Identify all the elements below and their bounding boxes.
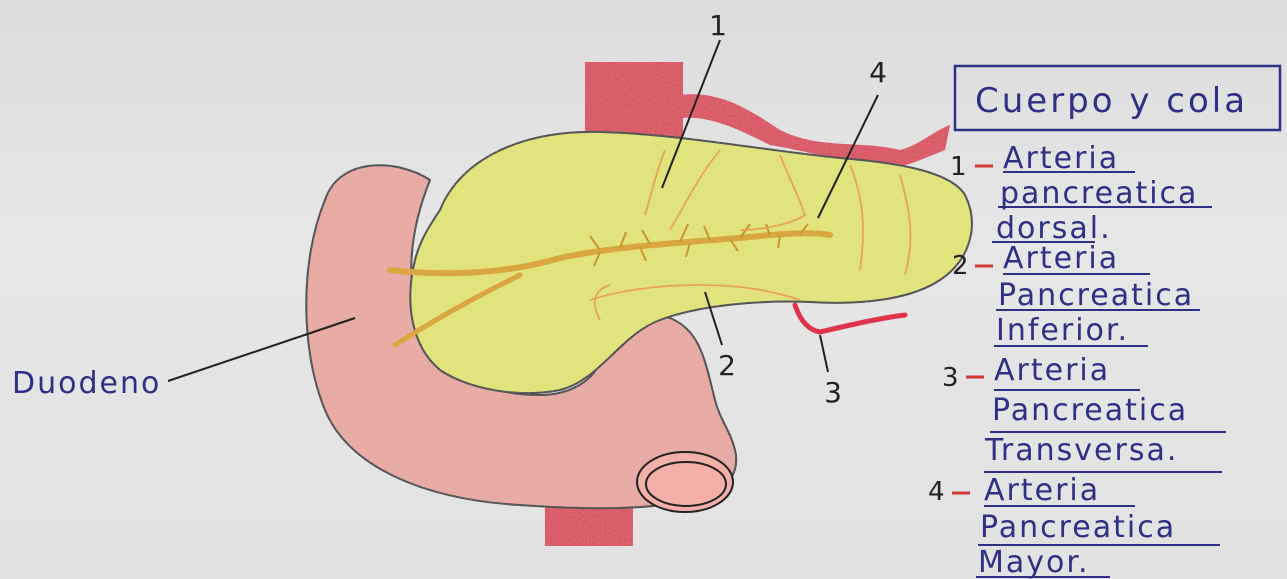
legend-3-line-1: Arteria bbox=[994, 353, 1110, 388]
legend-number-3: 3 bbox=[942, 363, 959, 393]
leader-line-3 bbox=[820, 335, 828, 372]
legend: 1 Arteria pancreatica dorsal. 2 Arteria … bbox=[928, 141, 1226, 579]
aorta-top bbox=[585, 62, 683, 140]
callout-number-1: 1 bbox=[709, 9, 727, 42]
legend-2-line-2: Pancreatica bbox=[998, 278, 1194, 313]
diagram-title: Cuerpo y cola bbox=[975, 81, 1248, 121]
legend-4-line-3: Mayor. bbox=[978, 545, 1090, 579]
legend-2-line-3: Inferior. bbox=[996, 313, 1129, 348]
inferior-pancreatic-artery bbox=[795, 305, 905, 332]
legend-4-line-2: Pancreatica bbox=[980, 510, 1176, 545]
callout-number-3: 3 bbox=[824, 376, 842, 409]
legend-number-1: 1 bbox=[950, 152, 967, 182]
callout-number-2: 2 bbox=[718, 349, 736, 382]
legend-1-line-2: pancreatica bbox=[1000, 176, 1198, 211]
legend-4-line-1: Arteria bbox=[984, 473, 1100, 508]
legend-3-line-3: Transversa. bbox=[984, 433, 1178, 468]
legend-number-2: 2 bbox=[952, 251, 969, 281]
duodenum-lumen bbox=[637, 452, 733, 512]
legend-3-line-2: Pancreatica bbox=[992, 393, 1188, 428]
callout-number-4: 4 bbox=[869, 56, 887, 89]
duodenum-label: Duodeno bbox=[12, 366, 161, 401]
legend-2-line-1: Arteria bbox=[1003, 241, 1119, 276]
legend-1-line-1: Arteria bbox=[1003, 141, 1119, 176]
legend-number-4: 4 bbox=[928, 477, 945, 507]
